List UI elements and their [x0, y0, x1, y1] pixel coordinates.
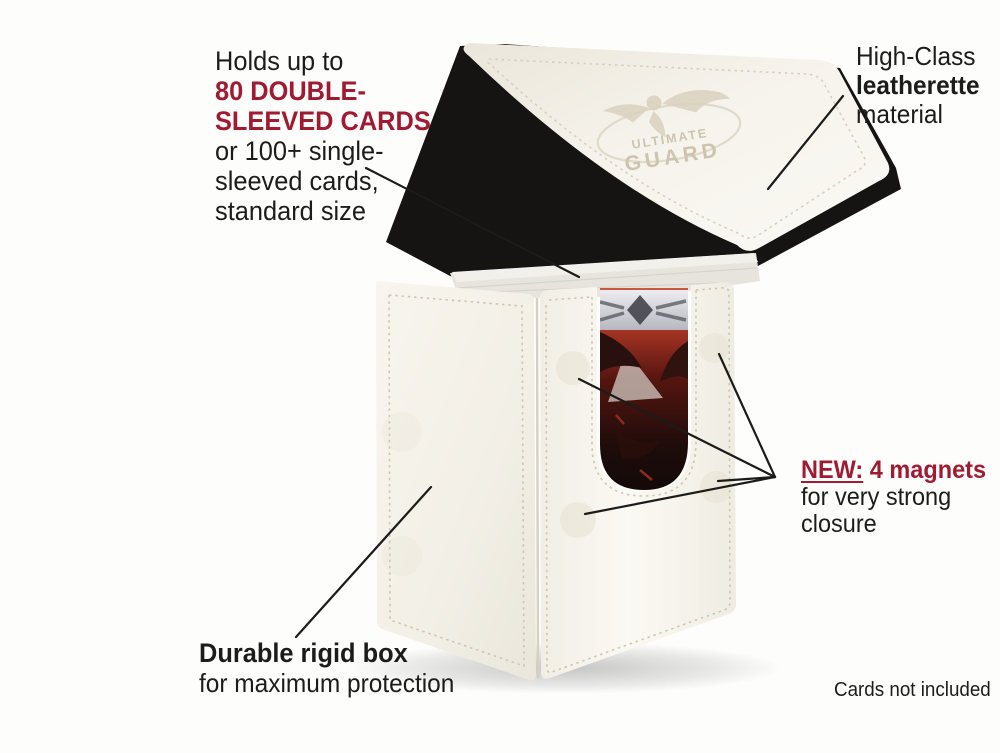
capacity-line [364, 166, 581, 279]
eagle-left-wing [602, 104, 649, 123]
deck-box-lid [463, 43, 890, 251]
rigid-line-2: for maximum protection [199, 668, 455, 698]
capacity-line-5: sleeved cards, [215, 166, 379, 196]
magnet-line-2 [717, 352, 777, 479]
magnets-line-3: closure [801, 510, 877, 538]
magnets-count: 4 magnets [869, 456, 987, 484]
magnet-spots [382, 333, 732, 576]
eagle-right-wing [662, 90, 731, 113]
eagle-body [648, 111, 666, 138]
footnote: Cards not included [834, 679, 991, 701]
center-seam [535, 297, 540, 679]
magnets-line-2: for very strong [801, 483, 952, 511]
rigid-line [294, 485, 433, 639]
callout-magnets: NEW:4 magnets for very strong closure [801, 457, 986, 538]
capacity-line-3: SLEEVED CARDS [215, 106, 431, 136]
material-line [766, 94, 845, 191]
sleeved-cards-stack [450, 253, 760, 298]
box-front-face [540, 282, 736, 679]
magnet-line-3 [716, 475, 777, 483]
material-line-1: High-Class [856, 41, 976, 71]
callout-material: High-Class leatherette material [856, 42, 980, 129]
eagle-head [646, 95, 662, 111]
capacity-line-1: Holds up to [215, 46, 344, 76]
callout-rigid-box: Durable rigid box for maximum protection [199, 638, 454, 698]
rigid-line-1: Durable rigid box [199, 638, 408, 668]
callout-capacity: Holds up to 80 DOUBLE- SLEEVED CARDS or … [215, 46, 431, 226]
magnets-line-1: NEW:4 magnets [801, 457, 986, 484]
capacity-line-2: 80 DOUBLE- [215, 76, 366, 106]
connector-lines [294, 94, 845, 639]
card-art [600, 288, 688, 490]
stitching [388, 58, 866, 674]
magnets-new-label: NEW: [801, 456, 864, 484]
material-line-2: leatherette [856, 70, 980, 100]
material-line-3: material [856, 99, 943, 129]
magnet-line-4 [583, 475, 777, 516]
magnet-line-1 [577, 377, 777, 479]
capacity-line-6: standard size [215, 196, 366, 226]
box-left-face [376, 280, 536, 681]
capacity-line-4: or 100+ single- [215, 136, 384, 166]
